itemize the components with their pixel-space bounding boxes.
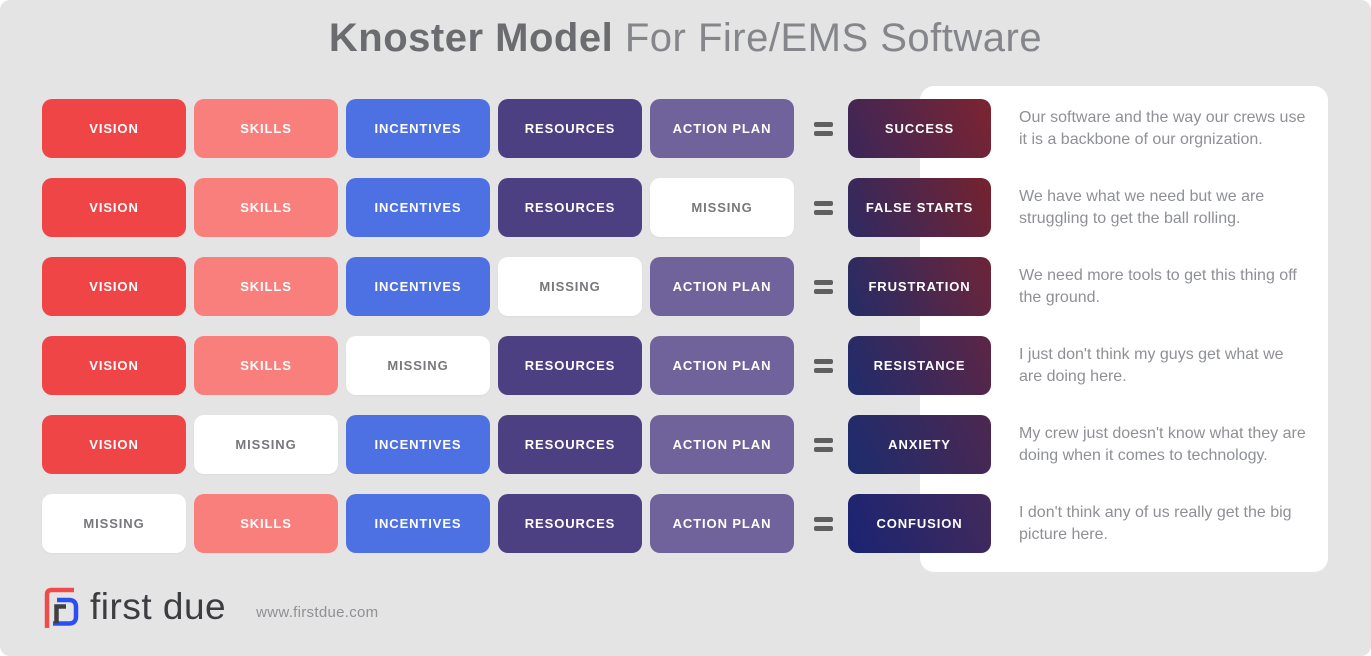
pill-skills: SKILLS <box>194 99 338 158</box>
pill-incentives: INCENTIVES <box>346 494 490 553</box>
equals-top-bar <box>814 437 833 443</box>
logo-blue-stroke <box>53 597 79 626</box>
pill-skills: SKILLS <box>194 257 338 316</box>
equals-icon <box>814 121 833 136</box>
result-pill: FALSE STARTS <box>848 178 991 237</box>
equals-icon <box>814 200 833 215</box>
equals-bottom-bar <box>814 446 833 452</box>
pill-missing: MISSING <box>194 415 338 474</box>
equals-top-bar <box>814 121 833 127</box>
equals-icon <box>814 279 833 294</box>
pill-action: ACTION PLAN <box>650 415 794 474</box>
pill-incentives: INCENTIVES <box>346 257 490 316</box>
row-description: We need more tools to get this thing off… <box>1019 266 1297 306</box>
pill-vision: VISION <box>42 257 186 316</box>
equals-icon <box>814 437 833 452</box>
pill-action: ACTION PLAN <box>650 494 794 553</box>
row-description: I don't think any of us really get the b… <box>1019 503 1292 543</box>
pill-missing: MISSING <box>498 257 642 316</box>
pill-resources: RESOURCES <box>498 99 642 158</box>
pill-vision: VISION <box>42 99 186 158</box>
equals-bottom-bar <box>814 288 833 294</box>
pill-vision: VISION <box>42 415 186 474</box>
row-description: We have what we need but we are struggli… <box>1019 187 1265 227</box>
equals-bottom-bar <box>814 130 833 136</box>
row-description: Our software and the way our crews use i… <box>1019 108 1306 148</box>
pill-missing: MISSING <box>650 178 794 237</box>
result-pill: CONFUSION <box>848 494 991 553</box>
logo-red-stroke <box>44 587 74 628</box>
pill-resources: RESOURCES <box>498 415 642 474</box>
pill-resources: RESOURCES <box>498 494 642 553</box>
equals-top-bar <box>814 516 833 522</box>
result-pill: ANXIETY <box>848 415 991 474</box>
logo-dark-stroke <box>54 604 66 624</box>
title-bold: Knoster Model <box>328 16 614 60</box>
website-url: www.firstdue.com <box>256 603 379 621</box>
pill-missing: MISSING <box>42 494 186 553</box>
pill-resources: RESOURCES <box>498 178 642 237</box>
pill-incentives: INCENTIVES <box>346 178 490 237</box>
brand-name: first due <box>90 586 227 627</box>
pill-vision: VISION <box>42 178 186 237</box>
pill-action: ACTION PLAN <box>650 99 794 158</box>
pill-skills: SKILLS <box>194 494 338 553</box>
equals-icon <box>814 516 833 531</box>
equals-bottom-bar <box>814 209 833 215</box>
pill-skills: SKILLS <box>194 336 338 395</box>
firstdue-logo-icon <box>44 587 79 628</box>
results-card-background <box>920 86 1328 572</box>
equals-top-bar <box>814 200 833 206</box>
title-light: For Fire/EMS Software <box>624 16 1043 60</box>
footer: first due www.firstdue.com <box>40 583 378 631</box>
pill-action: ACTION PLAN <box>650 336 794 395</box>
equals-top-bar <box>814 358 833 364</box>
pill-resources: RESOURCES <box>498 336 642 395</box>
equals-bottom-bar <box>814 525 833 531</box>
row-description: I just don't think my guys get what we a… <box>1019 345 1284 385</box>
pill-skills: SKILLS <box>194 178 338 237</box>
row-description: My crew just doesn't know what they are … <box>1019 424 1306 464</box>
result-pill: SUCCESS <box>848 99 991 158</box>
equals-icon <box>814 358 833 373</box>
pill-missing: MISSING <box>346 336 490 395</box>
result-pill: FRUSTRATION <box>848 257 991 316</box>
pill-vision: VISION <box>42 336 186 395</box>
equals-bottom-bar <box>814 367 833 373</box>
result-pill: RESISTANCE <box>848 336 991 395</box>
pill-incentives: INCENTIVES <box>346 415 490 474</box>
pill-incentives: INCENTIVES <box>346 99 490 158</box>
equals-top-bar <box>814 279 833 285</box>
pill-action: ACTION PLAN <box>650 257 794 316</box>
page-title: Knoster Model For Fire/EMS Software <box>0 16 1371 61</box>
